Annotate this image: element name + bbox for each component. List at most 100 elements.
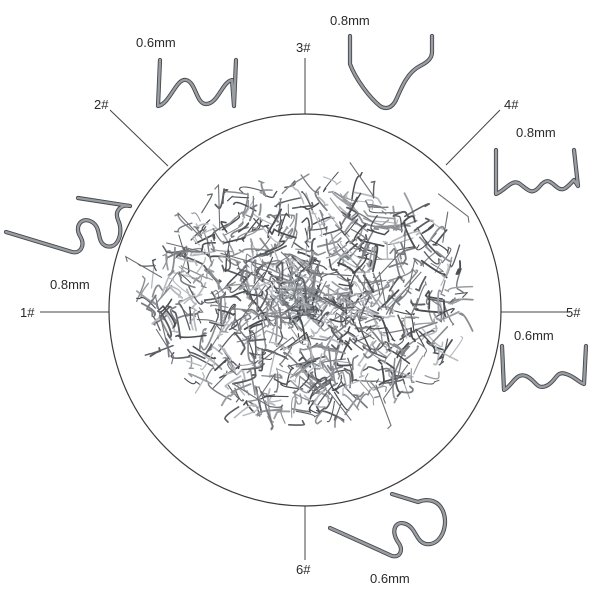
staple-wire (222, 303, 237, 326)
staple-wire (353, 377, 379, 384)
staple-2-icon (155, 57, 239, 109)
staple-wire (280, 285, 305, 289)
staple-wire (178, 266, 203, 283)
staple-wire (364, 317, 385, 324)
staple-wire (271, 278, 297, 283)
staple-wire (331, 364, 344, 371)
staple-wire (348, 299, 362, 314)
staple-wire (258, 353, 263, 367)
staple-wire (179, 251, 189, 278)
staple-wire (286, 322, 307, 346)
staple-wire (232, 201, 257, 212)
staple-wire (366, 199, 374, 211)
callout-4-number: 4# (504, 97, 519, 112)
staple-wire (430, 239, 449, 254)
staple-wire (334, 416, 345, 428)
staple-wire (210, 239, 215, 252)
staple-wire (310, 237, 316, 265)
staple-wire (343, 310, 360, 317)
staple-wire (361, 243, 371, 260)
staple-wire (159, 310, 173, 339)
staple-wire (328, 253, 354, 268)
staple-wire (241, 325, 267, 338)
staple-wire (204, 343, 213, 356)
staple-wire (232, 382, 271, 408)
staple-wire (268, 404, 283, 409)
staple-wire (324, 297, 344, 308)
staple-wire (273, 410, 291, 420)
staple-wire (444, 298, 462, 305)
staple-wire (200, 351, 216, 366)
staple-wire (322, 221, 343, 236)
staple-wire (348, 264, 363, 290)
staple-wire (383, 352, 392, 364)
staple-wire (151, 258, 157, 272)
staple-wire (160, 305, 174, 317)
staple-wire (410, 368, 415, 384)
staple-wire (382, 240, 389, 260)
staple-wire (326, 345, 333, 372)
staple-wire (342, 214, 369, 233)
staple-wire (307, 210, 313, 231)
staple-wire (358, 310, 379, 316)
staple-wire (349, 289, 352, 302)
staple-wire (326, 400, 336, 423)
staple-wire (404, 269, 419, 288)
staple-wire (242, 308, 260, 317)
staple-wire (195, 310, 202, 324)
staple-wire (353, 284, 375, 295)
staple-wire (224, 211, 246, 229)
staple-wire (308, 226, 328, 231)
staple-wire (380, 378, 406, 385)
staple-wire (194, 233, 216, 245)
staple-wire (354, 317, 378, 330)
staple-wire (184, 377, 200, 385)
staple-wire (330, 334, 343, 351)
staple-wire (322, 171, 339, 193)
staple-wire (226, 248, 231, 272)
staple-wire (292, 315, 307, 341)
staple-shapes (3, 33, 589, 559)
staple-wire (388, 342, 406, 355)
staple-wire (363, 296, 378, 305)
staple-wire (375, 384, 392, 430)
staple-wire (377, 289, 400, 312)
staple-wire (218, 255, 242, 264)
staple-wire (314, 410, 324, 425)
staple-wire (378, 271, 387, 311)
staple-wire (358, 363, 367, 379)
staple-wire (291, 269, 302, 299)
staple-wire (424, 371, 440, 380)
staple-wire (124, 255, 163, 279)
staple-wire (425, 241, 443, 258)
leader-line-4 (445, 109, 501, 166)
staple-wire (285, 213, 298, 240)
staple-wire (280, 320, 294, 329)
staple-wire (185, 288, 198, 309)
staple-wire (393, 214, 403, 233)
staple-wire (297, 363, 316, 385)
staple-wire (220, 252, 264, 270)
staple-wire (224, 375, 242, 390)
staple-wire (358, 215, 390, 230)
staple-wire (258, 373, 276, 398)
staple-wire (382, 364, 409, 404)
staple-wire (357, 340, 378, 354)
staple-wire (237, 284, 266, 327)
staple-wire (292, 363, 312, 383)
staple-wire (388, 276, 404, 292)
staple-wire (333, 363, 341, 380)
staple-wire (268, 327, 275, 344)
staple-wire (210, 289, 220, 318)
staple-wire (372, 385, 388, 393)
leader-lines (40, 58, 570, 560)
staple-wire (177, 212, 203, 240)
staple-wire (280, 407, 286, 424)
staple-wire (243, 399, 255, 414)
staple-wire (420, 324, 438, 338)
staple-wire (233, 403, 257, 419)
staple-wire (393, 224, 411, 232)
staple-wire (284, 180, 296, 189)
staple-wire (344, 219, 357, 233)
